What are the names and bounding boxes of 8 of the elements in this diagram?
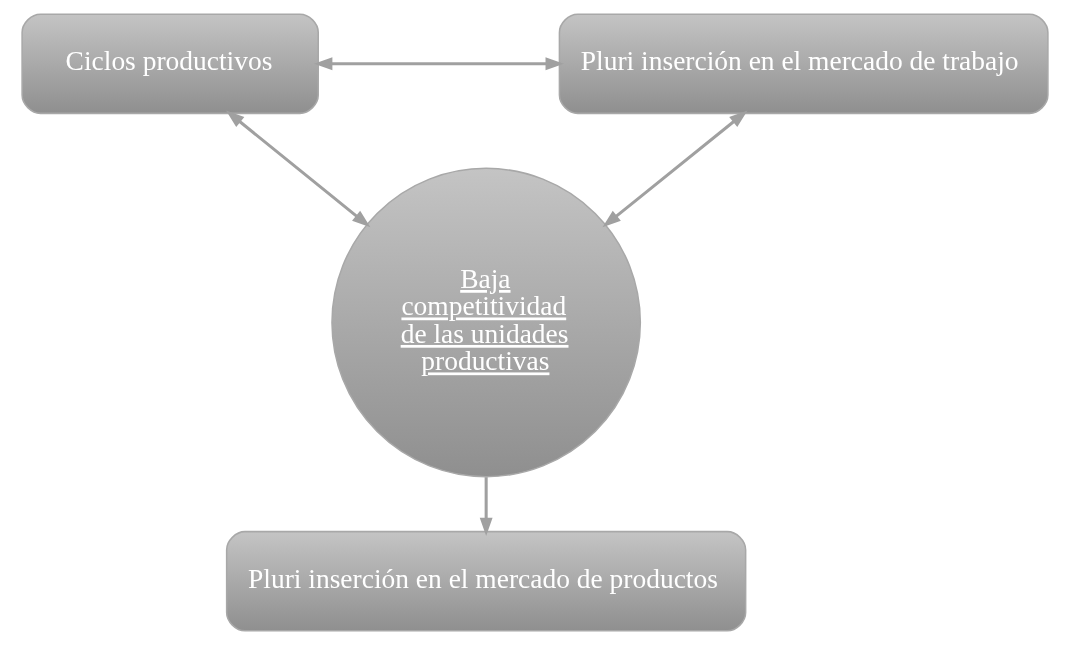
node-circle: Baja competitividad de las unidades productivas [330, 167, 641, 478]
arrow [225, 110, 370, 228]
arrow [313, 57, 564, 71]
arrow [479, 477, 493, 537]
node-box: Pluri inserción en el mercado de productos [225, 530, 746, 632]
arrow [602, 110, 748, 228]
node-box: Pluri inserción en el mercado de trabajo [558, 13, 1049, 115]
node-box: Ciclos productivos [20, 13, 319, 115]
